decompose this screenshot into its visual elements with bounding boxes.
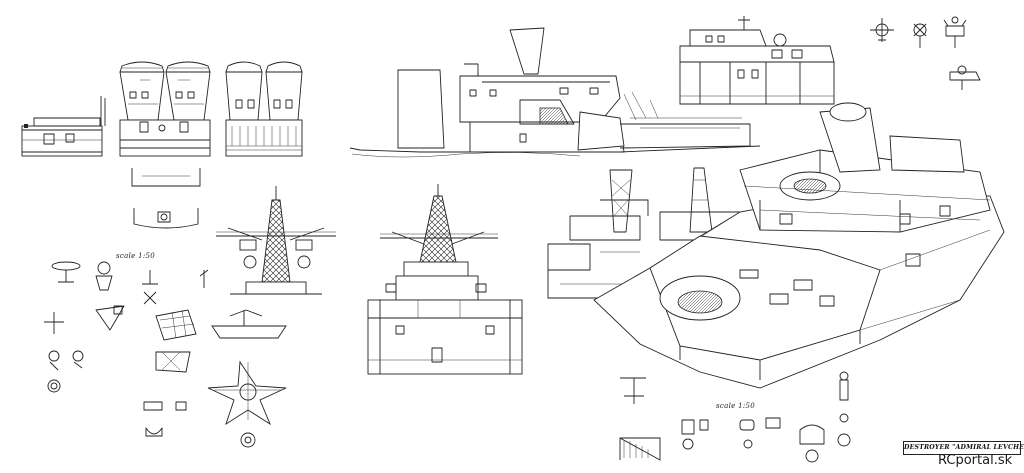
- weapon-details-centre: [155, 309, 287, 448]
- deckhouse-side-view: [21, 96, 106, 157]
- isometric-superstructure-view: [593, 102, 1005, 389]
- bridge-front-elevation: [679, 16, 835, 105]
- lattice-mast-side: [216, 186, 336, 295]
- main-mast-front-elevation: [367, 184, 523, 375]
- funnel-plan-sketches: [131, 168, 201, 229]
- scale-label-right: scale 1:50: [716, 402, 756, 410]
- scale-label-left: scale 1:50: [116, 252, 156, 260]
- funnel-front-view: [119, 61, 211, 157]
- antenna-detail-icons: [870, 16, 981, 90]
- details-bottom-right: [619, 371, 851, 463]
- funnel-rear-view: [225, 61, 303, 157]
- drawing-title: DESTROYER "ADMIRAL LEVCHENKO": [903, 441, 1024, 455]
- superstructure-side-view: [349, 27, 761, 158]
- equipment-details-left: [44, 261, 209, 437]
- watermark: RCportal.sk: [938, 453, 1013, 468]
